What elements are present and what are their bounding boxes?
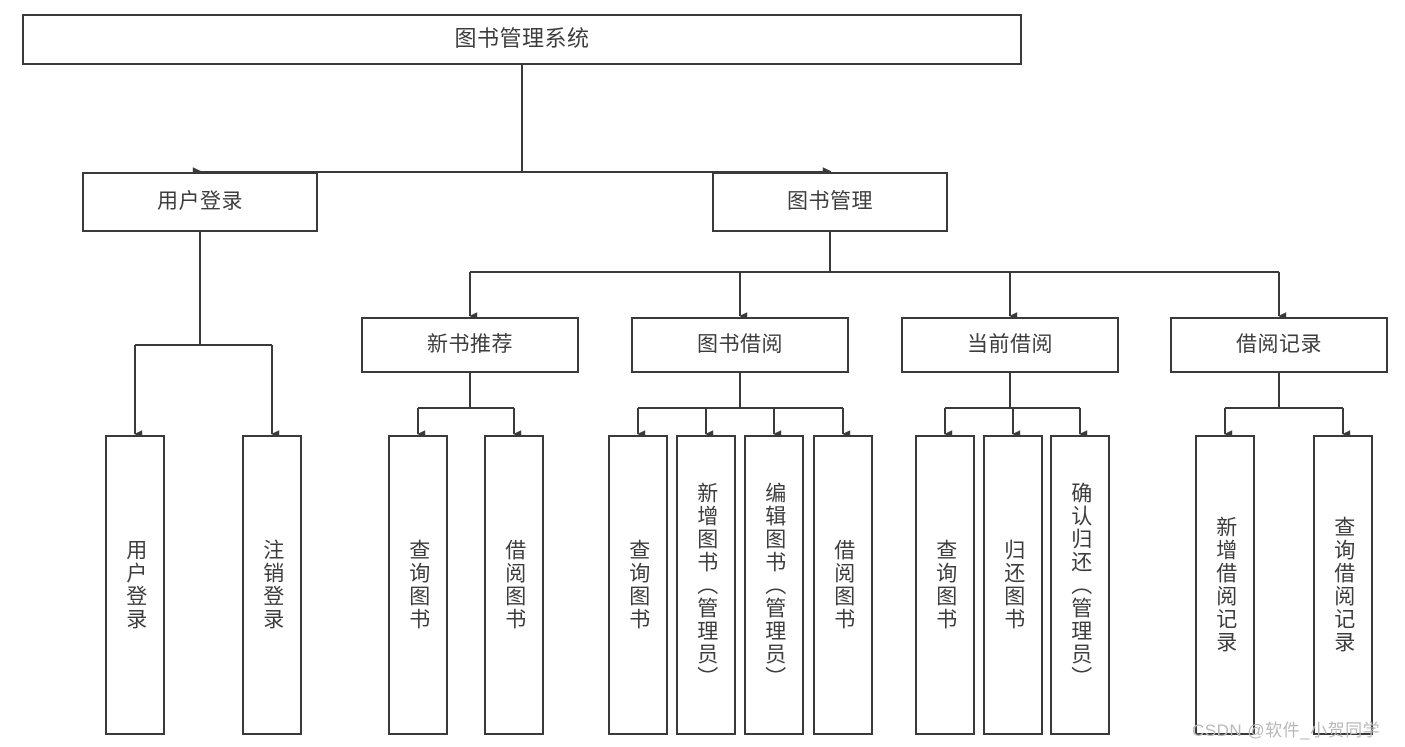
- node-label-records: 借阅记录: [1236, 333, 1322, 357]
- node-label-leaf-rec-2: 查询借阅记录: [1331, 516, 1355, 654]
- node-leaf-cur-2[interactable]: 归还图书: [983, 435, 1043, 735]
- node-current[interactable]: 当前借阅: [901, 317, 1119, 373]
- node-label-leaf-new-1: 查询图书: [406, 539, 430, 631]
- watermark-text: CSDN @软件_小贺同学: [1192, 721, 1381, 740]
- node-label-login: 用户登录: [157, 190, 243, 214]
- node-leaf-bor-2[interactable]: 新增图书（管理员）: [676, 435, 736, 735]
- node-root[interactable]: 图书管理系统: [22, 14, 1022, 65]
- node-leaf-bor-3[interactable]: 编辑图书（管理员）: [744, 435, 804, 735]
- node-label-leaf-bor-3: 编辑图书（管理员）: [762, 481, 786, 689]
- node-label-leaf-bor-4: 借阅图书: [831, 539, 855, 631]
- node-label-leaf-rec-1: 新增借阅记录: [1213, 516, 1237, 654]
- node-label-leaf-bor-2: 新增图书（管理员）: [694, 481, 718, 689]
- node-leaf-new-2[interactable]: 借阅图书: [484, 435, 544, 735]
- edge-lines: [133, 65, 1351, 438]
- node-label-leaf-cur-1: 查询图书: [933, 539, 957, 631]
- node-label-leaf-bor-1: 查询图书: [626, 539, 650, 631]
- node-leaf-bor-4[interactable]: 借阅图书: [813, 435, 873, 735]
- node-login[interactable]: 用户登录: [82, 172, 318, 232]
- node-leaf-cur-3[interactable]: 确认归还（管理员）: [1050, 435, 1110, 735]
- node-label-leaf-login-1: 用户登录: [123, 539, 147, 631]
- node-label-borrow: 图书借阅: [697, 333, 783, 357]
- node-label-leaf-login-2: 注销登录: [260, 539, 284, 631]
- node-leaf-new-1[interactable]: 查询图书: [388, 435, 448, 735]
- node-label-current: 当前借阅: [967, 333, 1053, 357]
- node-label-newbook: 新书推荐: [427, 333, 513, 357]
- node-label-leaf-new-2: 借阅图书: [502, 539, 526, 631]
- node-leaf-bor-1[interactable]: 查询图书: [608, 435, 668, 735]
- node-label-bookmgmt: 图书管理: [787, 190, 873, 214]
- node-label-leaf-cur-3: 确认归还（管理员）: [1068, 481, 1092, 689]
- node-records[interactable]: 借阅记录: [1170, 317, 1388, 373]
- node-leaf-login-1[interactable]: 用户登录: [105, 435, 165, 735]
- node-leaf-rec-1[interactable]: 新增借阅记录: [1195, 435, 1255, 735]
- node-leaf-rec-2[interactable]: 查询借阅记录: [1313, 435, 1373, 735]
- node-leaf-cur-1[interactable]: 查询图书: [915, 435, 975, 735]
- node-bookmgmt[interactable]: 图书管理: [712, 172, 948, 232]
- node-leaf-login-2[interactable]: 注销登录: [242, 435, 302, 735]
- node-borrow[interactable]: 图书借阅: [631, 317, 849, 373]
- node-label-leaf-cur-2: 归还图书: [1001, 539, 1025, 631]
- node-newbook[interactable]: 新书推荐: [361, 317, 579, 373]
- node-label-root: 图书管理系统: [454, 26, 590, 52]
